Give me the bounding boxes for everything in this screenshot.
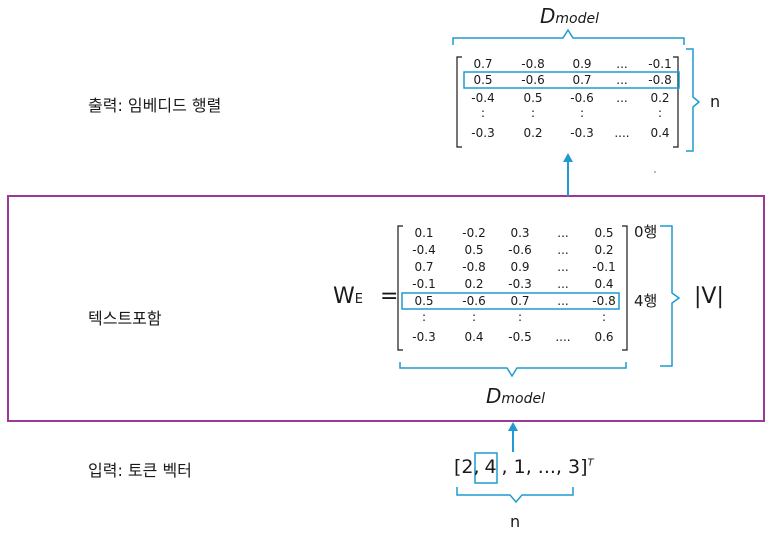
- input-label: 입력: 토큰 벡터: [88, 461, 192, 480]
- token-highlight-box: [474, 452, 498, 484]
- output-cell: :: [480, 106, 486, 120]
- top-dmodel-brace: [452, 28, 685, 45]
- output-cell: 0.5: [523, 91, 543, 105]
- embed-cell: :: [471, 310, 477, 324]
- embed-cell: 0.7: [510, 294, 530, 308]
- output-cell: 0.7: [572, 73, 592, 87]
- vocab-brace: [660, 225, 681, 367]
- output-cell: ...: [616, 73, 628, 87]
- output-cell: ...: [616, 91, 628, 105]
- embed-row-highlight: [401, 292, 620, 310]
- output-cell: :: [579, 106, 585, 120]
- embedding-module-frame: [7, 195, 765, 422]
- embed-cell: 0.5: [414, 294, 434, 308]
- embed-cell: ...: [557, 277, 569, 291]
- input-n-brace: [456, 487, 574, 504]
- embed-cell: 0.2: [464, 277, 484, 291]
- output-cell: 0.2: [650, 91, 670, 105]
- output-cell: -0.3: [570, 126, 594, 140]
- embed-matrix-right-bracket: [622, 225, 628, 351]
- embed-cell: 0.3: [510, 226, 530, 240]
- output-n-brace: [686, 48, 701, 152]
- module-label: 텍스트포함: [88, 309, 162, 328]
- bottom-dmodel-label: Dmodel: [486, 384, 545, 408]
- embed-cell: 0.2: [594, 243, 614, 257]
- row-4-label: 4행: [634, 292, 658, 310]
- output-cell: -0.6: [570, 91, 594, 105]
- embed-cell: ...: [557, 260, 569, 274]
- bottom-dmodel-brace: [399, 362, 627, 378]
- stray-dot: [654, 171, 656, 173]
- output-cell: ...: [616, 57, 628, 71]
- highlighted-token: 4: [484, 456, 497, 478]
- embed-cell: -0.3: [508, 277, 532, 291]
- embed-cell: ...: [557, 243, 569, 257]
- embed-cell: 0.7: [414, 260, 434, 274]
- output-cell: -0.6: [521, 73, 545, 87]
- embed-cell: -0.1: [412, 277, 436, 291]
- output-cell: -0.8: [648, 73, 672, 87]
- embed-matrix-left-bracket: [397, 225, 403, 351]
- output-cell: 0.9: [572, 57, 592, 71]
- embed-cell: -0.5: [508, 330, 532, 344]
- output-n-label: n: [710, 92, 721, 111]
- embed-cell: 0.5: [464, 243, 484, 257]
- row-0-label: 0행: [634, 223, 658, 241]
- output-cell: :: [530, 106, 536, 120]
- vocab-size-label: |V|: [694, 284, 724, 309]
- output-cell: -0.4: [471, 91, 495, 105]
- output-cell: -0.8: [521, 57, 545, 71]
- output-matrix-left-bracket: [456, 56, 462, 148]
- output-cell: 0.4: [650, 126, 670, 140]
- embed-cell: -0.3: [412, 330, 436, 344]
- embed-cell: :: [601, 310, 607, 324]
- output-label: 출력: 임베디드 행렬: [88, 96, 222, 115]
- embed-cell: -0.4: [412, 243, 436, 257]
- embed-cell: -0.2: [462, 226, 486, 240]
- embed-cell: 0.4: [464, 330, 484, 344]
- output-cell: 0.5: [473, 73, 493, 87]
- output-row-highlight: [463, 71, 680, 89]
- embed-cell: 0.9: [510, 260, 530, 274]
- output-cell: ....: [614, 126, 630, 140]
- embed-cell: -0.8: [462, 260, 486, 274]
- embed-cell: 0.1: [414, 226, 434, 240]
- embed-cell: :: [517, 310, 523, 324]
- output-matrix-right-bracket: [673, 56, 679, 148]
- output-cell: 0.2: [523, 126, 543, 140]
- embed-cell: 0.6: [594, 330, 614, 344]
- embed-cell: -0.6: [508, 243, 532, 257]
- embed-cell: -0.1: [592, 260, 616, 274]
- output-cell: -0.3: [471, 126, 495, 140]
- embed-cell: 0.5: [594, 226, 614, 240]
- output-cell: -0.1: [648, 57, 672, 71]
- output-cell: :: [657, 106, 663, 120]
- we-label: WE =: [333, 284, 399, 309]
- embed-cell: -0.8: [592, 294, 616, 308]
- embed-cell: ....: [555, 330, 571, 344]
- embed-cell: -0.6: [462, 294, 486, 308]
- top-dmodel-label: Dmodel: [540, 4, 599, 28]
- token-vector: [2,4, 1, ..., 3]T: [454, 456, 594, 478]
- embed-cell: 0.4: [594, 277, 614, 291]
- input-n-label: n: [510, 512, 521, 531]
- embed-cell: ...: [557, 226, 569, 240]
- embed-cell: ...: [557, 294, 569, 308]
- output-cell: 0.7: [473, 57, 493, 71]
- embed-cell: :: [421, 310, 427, 324]
